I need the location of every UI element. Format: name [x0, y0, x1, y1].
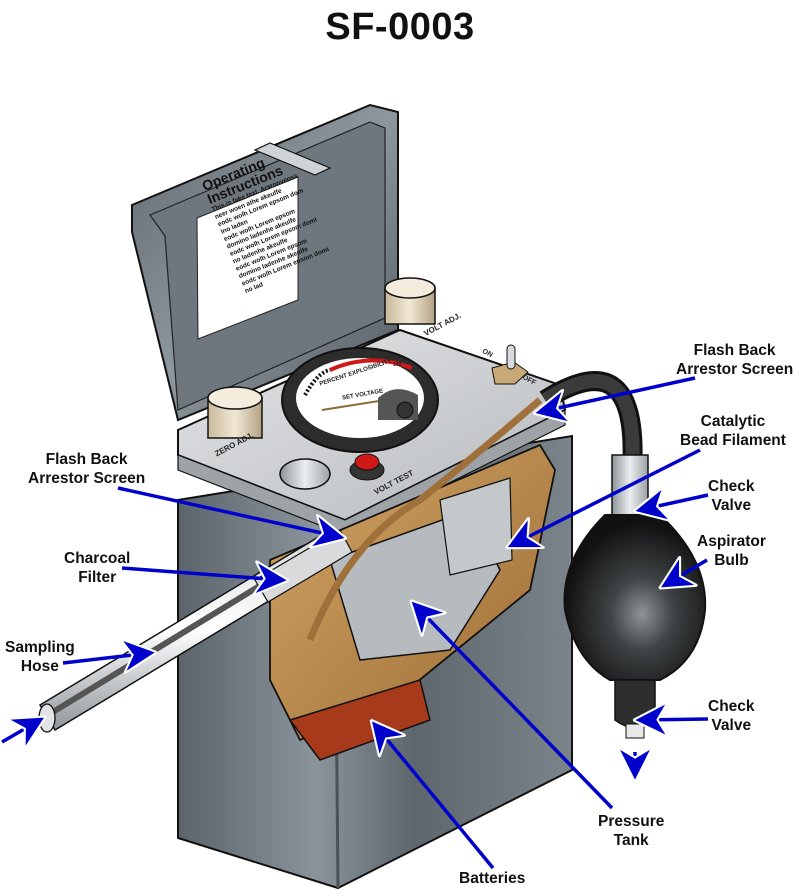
- volt-test-button[interactable]: [349, 453, 385, 481]
- label-line: Aspirator: [697, 533, 766, 550]
- label-sampling-hose: Sampling Hose: [5, 638, 75, 676]
- label-check-valve-top: Check Valve: [708, 477, 755, 515]
- label-flash-back-arrestor-left: Flash Back Arrestor Screen: [28, 450, 145, 488]
- arrow-flash-back-arrestor-left: [117, 486, 340, 537]
- label-catalytic-bead-filament: Catalytic Bead Filament: [680, 412, 786, 450]
- label-line: Arrestor Screen: [28, 470, 146, 487]
- zero-adj-knob[interactable]: [207, 386, 263, 439]
- catalytic-filament-chamber: [439, 477, 513, 576]
- meter-needle: [321, 399, 386, 411]
- meter-tick-100: 100: [393, 362, 402, 368]
- label-line: Bead Filament: [680, 432, 786, 449]
- arrow-catalytic-bead-filament: [512, 448, 701, 545]
- label-aspirator-bulb: Aspirator Bulb: [697, 532, 766, 570]
- battery-pack: [288, 679, 431, 761]
- label-line: Check: [708, 698, 755, 715]
- internal-cutaway: [269, 397, 556, 761]
- label-line: Check: [708, 478, 755, 495]
- arrow-flash-back-arrestor-right: [540, 376, 696, 412]
- label-line: Charcoal: [64, 550, 131, 567]
- label-line: Valve: [711, 497, 752, 514]
- panel-plug: [279, 458, 331, 490]
- label-line: Pressure: [598, 813, 665, 830]
- label-line: Batteries: [459, 870, 526, 887]
- label-line: Valve: [711, 717, 752, 734]
- label-line: Flash Back: [45, 451, 128, 468]
- diagram-title: SF-0003: [325, 6, 475, 48]
- label-line: Tank: [613, 832, 649, 849]
- power-toggle-switch[interactable]: [491, 344, 529, 385]
- label-line: Filter: [78, 569, 117, 586]
- arrow-aspirator-bulb: [665, 560, 708, 585]
- lid-latch: [253, 142, 332, 176]
- instructions-card: [196, 176, 299, 340]
- meter-gauge: [281, 347, 439, 453]
- label-line: Arrestor Screen: [676, 361, 794, 378]
- label-check-valve-bottom: Check Valve: [708, 697, 755, 735]
- arrow-check-valve-top: [640, 495, 709, 510]
- arrow-pressure-tank: [415, 605, 614, 810]
- label-batteries: Batteries: [459, 869, 525, 888]
- volt-adj-knob[interactable]: [384, 277, 436, 325]
- arrow-batteries: [375, 725, 495, 870]
- aspirator-bulb-part: [563, 514, 707, 681]
- label-line: Hose: [20, 658, 59, 675]
- label-line: Sampling: [5, 639, 75, 656]
- label-line: Bulb: [714, 552, 749, 569]
- label-line: Catalytic: [700, 413, 766, 430]
- arrow-sampling-hose: [62, 653, 150, 663]
- label-flash-back-arrestor-right: Flash Back Arrestor Screen: [676, 341, 793, 379]
- arrow-check-valve-bottom: [640, 719, 709, 720]
- label-charcoal-filter: Charcoal Filter: [64, 549, 130, 587]
- callout-arrows: [1, 376, 709, 870]
- label-pressure-tank: Pressure Tank: [598, 812, 664, 850]
- label-line: Flash Back: [693, 342, 776, 359]
- arrow-air-inlet: [1, 720, 40, 742]
- arrow-charcoal-filter: [121, 568, 282, 580]
